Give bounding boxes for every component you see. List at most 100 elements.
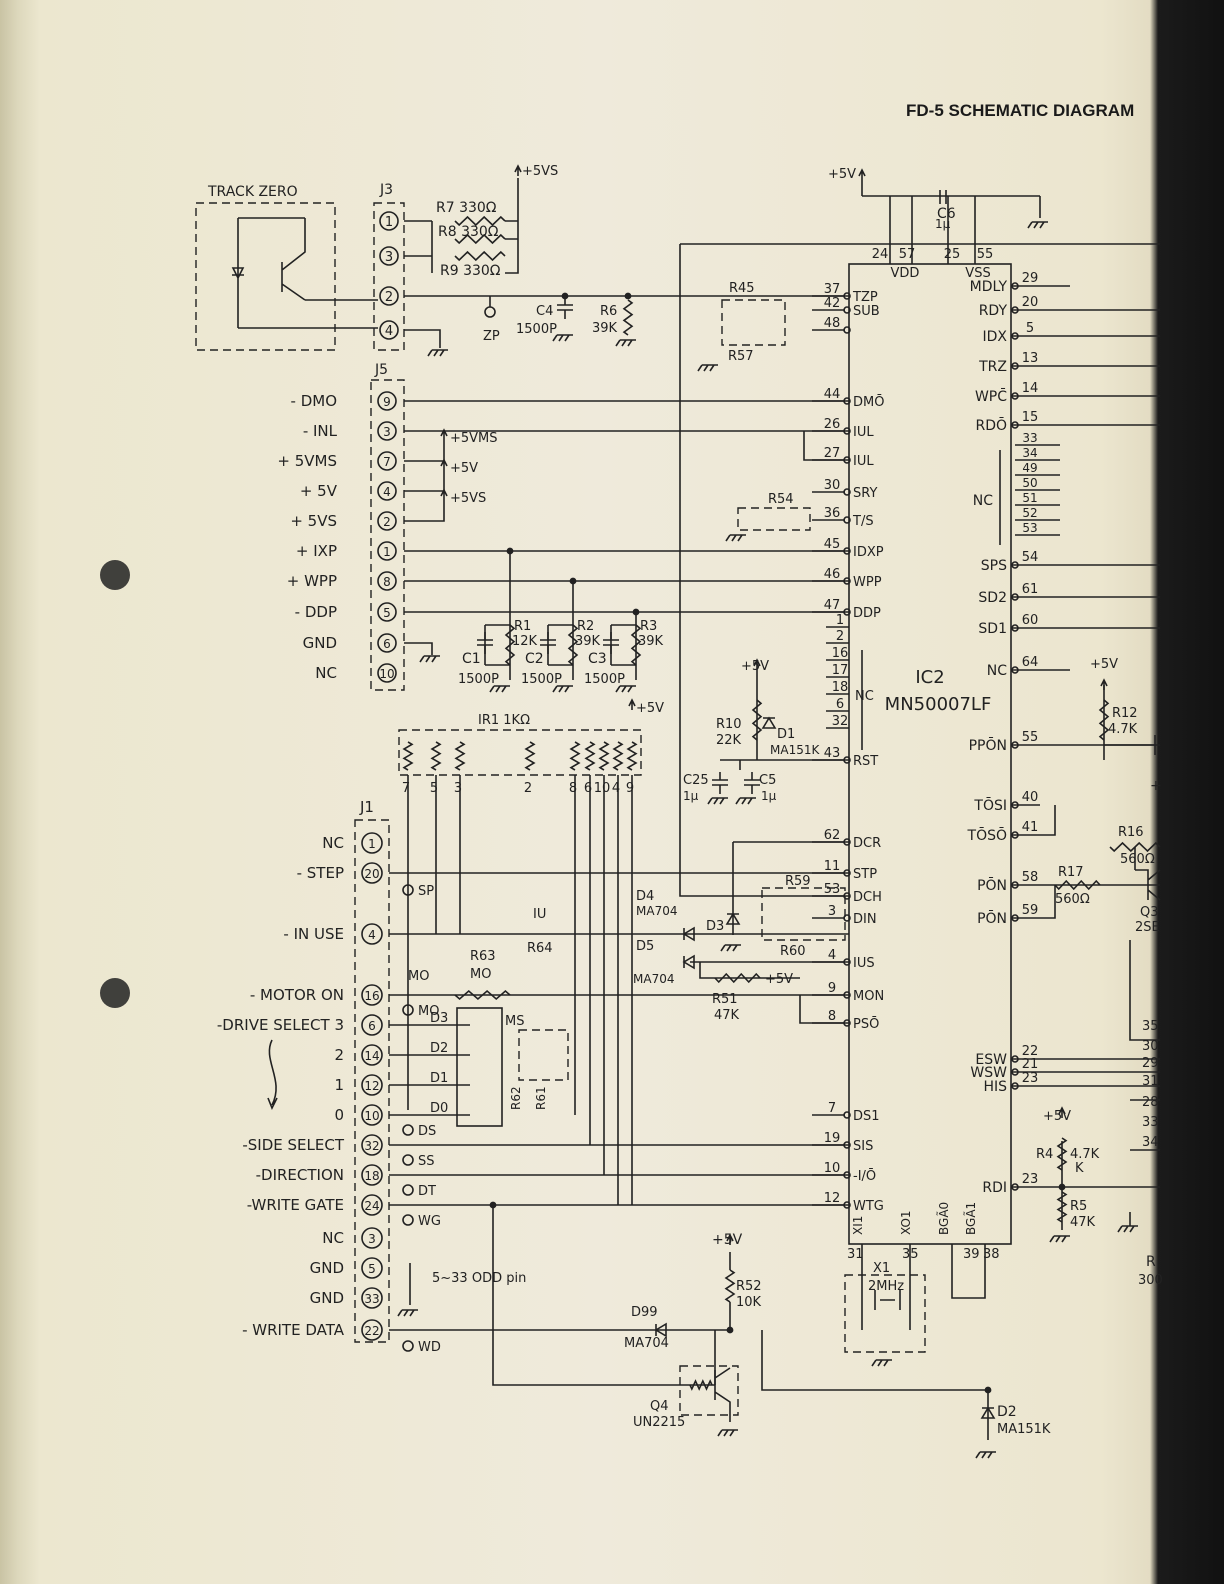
ic-pin-signal: DS1 — [853, 1109, 880, 1124]
resistor-network-pin: 7 — [402, 781, 410, 796]
ic-pin-number: 44 — [824, 387, 841, 402]
supply-5v-label: +5V — [450, 461, 478, 476]
track-zero-sensor-box — [195, 202, 336, 351]
ic-bottom-pin-signal: BGÃ0 — [936, 1202, 951, 1235]
resistor-symbol — [622, 299, 634, 336]
resistor-symbol — [1054, 879, 1101, 891]
resistor-network-pin: 10 — [594, 781, 611, 796]
ic-nc-right-label: NC — [973, 493, 993, 509]
c3-label: C3 — [588, 651, 607, 667]
r62-label: R62 — [509, 1086, 523, 1110]
j1-pin-number: 24 — [364, 1199, 379, 1213]
ic-pin-bubble — [843, 1141, 851, 1149]
j1-pin-number: 32 — [364, 1139, 379, 1153]
ic-pin-number: 27 — [824, 446, 841, 461]
ic2-name: IC2 — [915, 667, 944, 688]
j5-signal-label: + IXP — [296, 542, 337, 560]
junction-dot — [506, 547, 514, 555]
ic-pin-bubble — [1011, 561, 1019, 569]
ms-jumper — [518, 1029, 569, 1081]
c25-value-label: 1μ — [683, 789, 699, 803]
ground-symbol — [975, 1451, 996, 1459]
ic-pin-number: 29 — [1022, 271, 1039, 286]
r1-label: R1 — [514, 619, 531, 634]
supply-arrow — [858, 168, 866, 180]
j1-pin — [361, 1074, 383, 1096]
ic-pin-number: 64 — [1022, 655, 1039, 670]
brace-arrow — [267, 1039, 278, 1110]
ground-symbol — [552, 685, 573, 693]
r16-label: R16 — [1118, 825, 1144, 840]
resistor-symbol — [724, 1269, 736, 1303]
ic-pin-number: 41 — [1022, 820, 1039, 835]
ic-pin-signal: IDXP — [853, 545, 884, 560]
supply-5v-label: +5V — [636, 701, 664, 716]
j1-signal-label: - MOTOR ON — [250, 986, 344, 1004]
j1-pin-number: 33 — [364, 1292, 379, 1306]
j3-pin — [379, 211, 399, 231]
supply-5v-label: +5V — [1043, 1109, 1071, 1124]
j5-pin-number: 5 — [383, 606, 391, 620]
ground-symbol — [871, 1359, 892, 1367]
j5-pin — [377, 571, 397, 591]
resistor-symbol — [567, 624, 579, 666]
r4-unit: K — [1075, 1161, 1084, 1176]
supply-arrow — [726, 1233, 734, 1245]
ground-symbol — [489, 685, 510, 693]
diode-symbol — [725, 912, 741, 925]
c6-label: C6 — [937, 206, 956, 222]
ic-bottom-pin-signal: XI1 — [851, 1216, 865, 1235]
c1-label: C1 — [462, 651, 481, 667]
ic-nc-pin-number: 1 — [836, 613, 844, 628]
d5-value-label: MA704 — [633, 972, 674, 986]
ic-pin-bubble — [1011, 801, 1019, 809]
ic-vss-label: VSS — [965, 266, 990, 281]
supply-5vs-label: +5VS — [450, 491, 486, 506]
edge-resistor-label: R — [1146, 1254, 1156, 1270]
j3-pin — [379, 286, 399, 306]
crystal-name: X1 — [873, 1261, 890, 1276]
diode-symbol — [682, 954, 695, 970]
ic-nc-pin-number: 6 — [836, 697, 844, 712]
testpoint-ss-label: SS — [418, 1154, 435, 1169]
d3-label: D3 — [706, 919, 724, 934]
ground-symbol — [419, 655, 440, 663]
j1-pin-number: 22 — [364, 1324, 379, 1338]
junction-dot — [561, 292, 569, 300]
ic-pin-number: 22 — [1022, 1044, 1039, 1059]
j1-pin-number: 6 — [368, 1019, 376, 1033]
resistor-symbol — [689, 1379, 713, 1391]
ic-pin-number: 13 — [1022, 351, 1039, 366]
ic-pin-bubble — [1011, 593, 1019, 601]
capacitor-symbol — [557, 297, 573, 319]
edge-resistor-value: 300 — [1138, 1273, 1163, 1288]
plus-mark: + — [1150, 778, 1162, 794]
ic-pin-signal: RDI — [982, 1180, 1007, 1196]
j5-signal-label: - DDP — [295, 603, 337, 621]
r57-label: R57 — [728, 349, 754, 364]
j5-pin — [377, 481, 397, 501]
j5-signal-label: + WPP — [287, 572, 337, 590]
ic-pin-signal: WPC̄ — [975, 387, 1007, 405]
j5-pin-number: 8 — [383, 575, 391, 589]
ic-pin-signal: IUL — [853, 425, 874, 440]
ground-symbol — [720, 944, 741, 952]
supply-arrow — [440, 488, 448, 500]
supply-arrow — [440, 458, 448, 470]
ic-pin-bubble — [843, 397, 851, 405]
ic-pin-bubble — [1011, 362, 1019, 370]
ic-nc-pin-number: 16 — [832, 646, 849, 661]
r5-value-label: 47K — [1070, 1215, 1096, 1230]
j5-signal-label: + 5V — [300, 482, 338, 500]
ic-pin-number: 20 — [1022, 295, 1039, 310]
j5-signal-label: NC — [315, 664, 337, 682]
crystal-value: 2MHz — [868, 1279, 904, 1294]
edge-pin-number: 28 — [1142, 1095, 1159, 1110]
d4-label: D4 — [636, 889, 654, 904]
j3-pin — [379, 246, 399, 266]
j1-signal-label: -DIRECTION — [256, 1166, 344, 1184]
drive-select-jumper-block — [456, 1007, 503, 1127]
wire — [1104, 735, 1156, 755]
supply-5v-label: +5V — [1090, 657, 1118, 672]
